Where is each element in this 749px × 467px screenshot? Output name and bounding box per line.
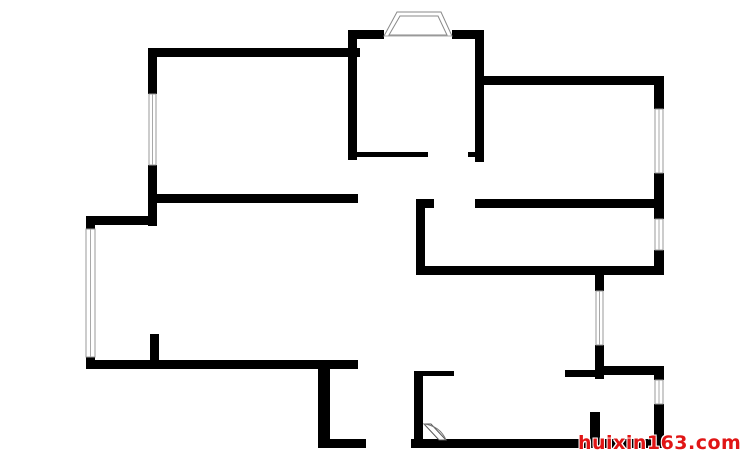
wall-far-left-top [86, 216, 95, 229]
wall-top-right-room [482, 76, 664, 85]
wall-bath-left-side [414, 371, 423, 448]
wall-mid-right-top [475, 199, 664, 208]
wall-right-mid-upper [654, 173, 664, 219]
wall-right-mid-lower [654, 250, 664, 275]
window-far-left [85, 228, 96, 358]
window-right-lower [595, 290, 604, 346]
wall-top-center-right [475, 30, 484, 162]
watermark-text: huixin163.com [578, 432, 742, 454]
wall-mid-left-side [416, 199, 425, 275]
window-right-mid [654, 218, 664, 251]
wall-left-upper-a [148, 48, 157, 94]
wall-left-jog [86, 216, 157, 225]
wall-center-room-stub [468, 152, 484, 157]
wall-right-lower-top [595, 271, 604, 291]
wall-bottom-drop [318, 360, 330, 448]
wall-bath-left-cap [414, 371, 454, 376]
wall-top-center-left [348, 30, 357, 160]
wall-top-left-room [148, 48, 360, 57]
wall-living-stub [150, 334, 159, 369]
interior-walls [148, 152, 664, 448]
wall-right-mid-bottom [416, 266, 664, 275]
windows [85, 11, 664, 405]
wall-bedroom1-bottom [148, 194, 358, 203]
wall-top-center-cap-left [348, 30, 384, 39]
wall-bath-partition [590, 412, 600, 448]
wall-bottom-left [86, 360, 358, 369]
window-left-upper [148, 93, 157, 166]
wall-center-room-bottom [348, 152, 428, 157]
bay-window-top [383, 11, 453, 37]
wall-top-center-cap-right [452, 30, 484, 39]
door-bath [422, 423, 448, 441]
wall-right-lower-jog [595, 345, 604, 379]
wall-bath-top [597, 366, 664, 375]
outer-walls [86, 30, 664, 448]
wall-bottom-right-run [411, 439, 664, 448]
wall-bottom-left-end [318, 439, 366, 448]
wall-kitchen-stub [565, 370, 604, 377]
wall-right-top-a [654, 76, 664, 109]
wall-right-bottom [654, 404, 664, 448]
window-right-top [654, 108, 664, 174]
window-bath [654, 379, 664, 405]
